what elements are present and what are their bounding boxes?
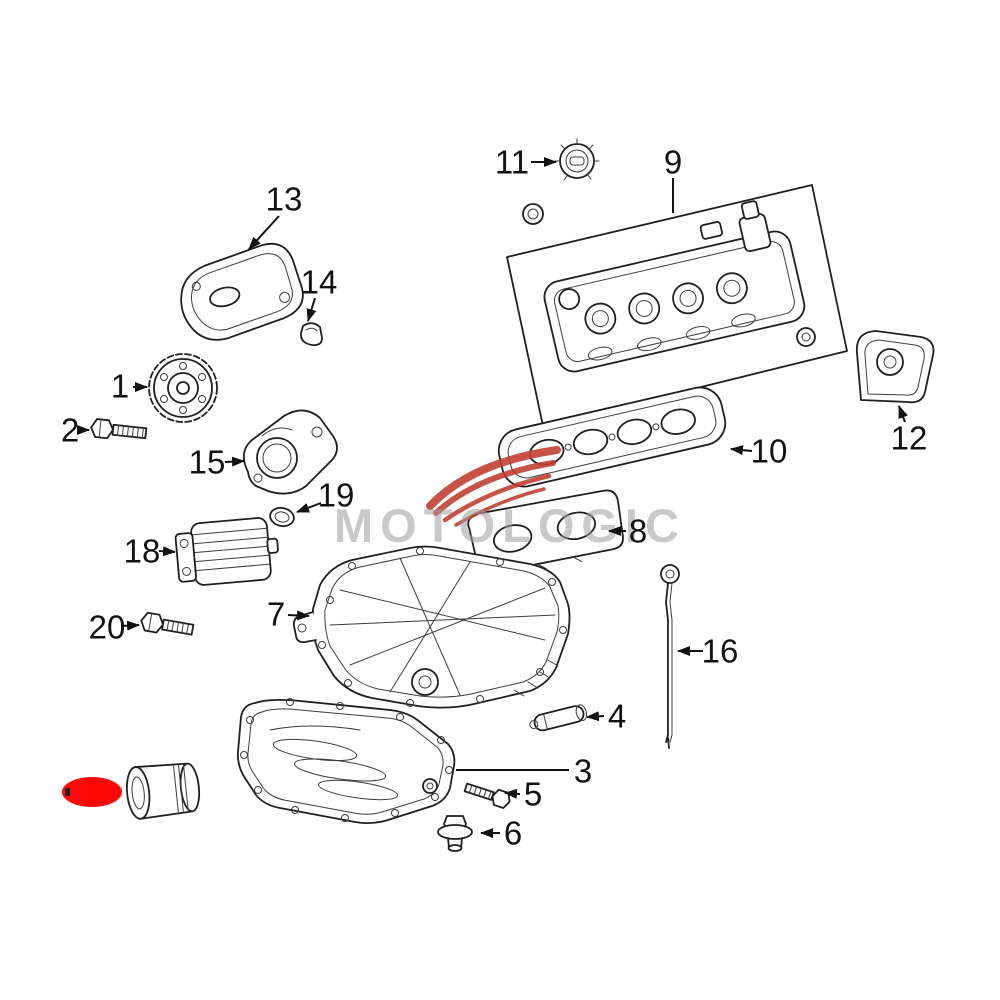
callout-label-18[interactable]: 18 — [124, 533, 161, 570]
callout-label-9[interactable]: 9 — [664, 144, 682, 181]
part-bolt-20 — [140, 611, 195, 636]
callout-arrow-13 — [248, 215, 280, 250]
highlight-marker[interactable] — [62, 777, 122, 807]
part-seal-ring — [269, 506, 295, 528]
callout-arrow-18 — [158, 546, 176, 557]
part-dipstick — [660, 564, 680, 749]
part-oil-filter — [125, 762, 201, 820]
callout-label-8[interactable]: 8 — [629, 513, 647, 550]
part-timing-cover-rear — [855, 330, 935, 404]
part-oil-cooler — [174, 517, 279, 586]
callout-arrow-4 — [586, 711, 605, 722]
part-valve-cover-gasket — [497, 386, 727, 488]
callout-arrow-20 — [120, 620, 140, 631]
valve-cover-assembly-box — [506, 184, 848, 427]
callout-label-4[interactable]: 4 — [608, 698, 626, 735]
part-bolt-2 — [90, 418, 148, 440]
callout-label-16[interactable]: 16 — [702, 633, 739, 670]
obscured-callout-fragment — [65, 788, 70, 796]
part-upper-oil-pan — [292, 545, 571, 709]
callout-label-2[interactable]: 2 — [61, 412, 79, 449]
callout-arrow-19 — [296, 502, 322, 513]
callout-label-12[interactable]: 12 — [891, 420, 928, 457]
callout-label-1[interactable]: 1 — [111, 368, 129, 405]
part-bolt-5 — [463, 782, 511, 809]
callout-label-14[interactable]: 14 — [301, 264, 338, 301]
watermark-text: MOTOLOGIC — [334, 499, 686, 552]
watermark: MOTOLOGIC — [334, 446, 686, 552]
callout-label-19[interactable]: 19 — [318, 477, 355, 514]
part-oil-filler-cap — [554, 138, 600, 181]
callout-label-10[interactable]: 10 — [751, 433, 788, 470]
part-lower-oil-pan — [236, 698, 456, 825]
callout-label-3[interactable]: 3 — [574, 753, 592, 790]
part-mount-bracket — [242, 409, 338, 495]
part-drain-plug — [437, 815, 473, 852]
callout-label-13[interactable]: 13 — [266, 181, 303, 218]
part-retainer-clip — [300, 322, 323, 347]
part-cam-seal-rings — [522, 203, 816, 347]
callout-arrow-14 — [306, 297, 317, 322]
callout-label-11[interactable]: 11 — [495, 144, 529, 181]
part-valve-cover — [543, 200, 806, 373]
callout-label-5[interactable]: 5 — [524, 776, 542, 813]
callout-label-7[interactable]: 7 — [267, 596, 285, 633]
callout-arrow-12 — [898, 405, 908, 423]
callout-arrow-5 — [504, 788, 521, 799]
part-oil-pipe — [529, 704, 588, 732]
callout-arrow-10 — [730, 445, 753, 456]
watermark-swoosh-icon — [426, 446, 561, 527]
callout-label-6[interactable]: 6 — [504, 815, 522, 852]
callout-arrow-15 — [224, 456, 245, 467]
callout-arrow-7 — [287, 610, 310, 621]
part-crank-pulley — [148, 353, 218, 423]
callout-label-15[interactable]: 15 — [189, 444, 226, 481]
part-timing-cover-upper — [180, 242, 304, 341]
callout-label-20[interactable]: 20 — [89, 609, 126, 646]
